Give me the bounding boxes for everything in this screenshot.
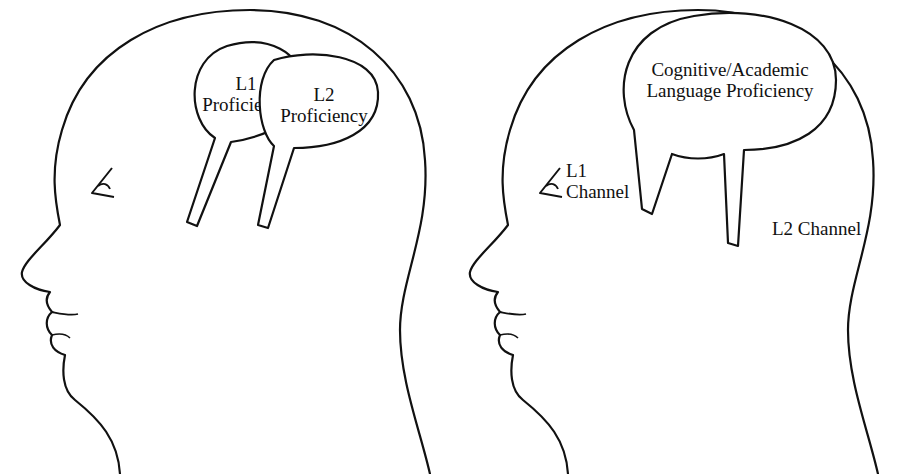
proficiency-label: Cognitive/Academic Language Proficiency: [636, 59, 824, 102]
balloon-text: Cognitive/Academic Language Proficiency: [636, 59, 824, 102]
balloon-path: [624, 13, 836, 246]
balloon-path: [258, 54, 378, 228]
balloon-outline: [252, 50, 380, 232]
channel-label: L1 Channel: [566, 160, 644, 203]
balloon-outline: [612, 8, 838, 250]
channel-label: L2 Channel: [772, 218, 862, 239]
balloon-text: L2 Proficiency: [274, 84, 374, 127]
proficiency-label: L2 Proficiency: [274, 84, 374, 127]
right-head: [470, 10, 878, 474]
speech-balloon: L2 Proficiency: [252, 50, 380, 232]
left-head: [22, 10, 430, 474]
speech-balloon: Cognitive/Academic Language Proficiency: [612, 8, 838, 250]
